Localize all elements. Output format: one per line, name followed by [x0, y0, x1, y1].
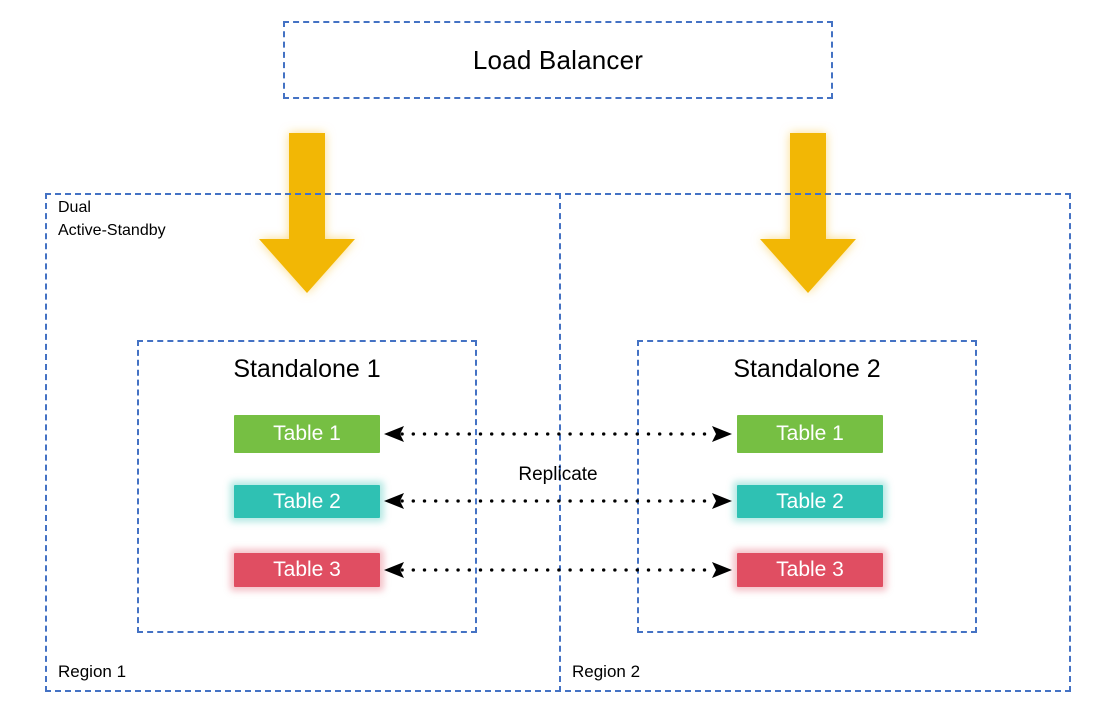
load-balancer-box: Load Balancer [283, 21, 833, 99]
standalone-2-box [637, 340, 977, 633]
standalone-2-table-2: Table 2 [737, 485, 883, 518]
region-2-label: Region 2 [572, 662, 641, 681]
standalone-1-box [137, 340, 477, 633]
replication-arrow-table-2 [384, 493, 732, 509]
standalone-1-title: Standalone 1 [233, 355, 381, 383]
table-label: Table 3 [273, 558, 341, 581]
arrow-down-icon-left [259, 133, 355, 293]
region-1-label: Region 1 [58, 662, 127, 681]
standalone-1-table-1: Table 1 [234, 415, 380, 453]
region-divider [559, 193, 561, 692]
table-label: Table 1 [776, 422, 844, 445]
table-label: Table 2 [776, 489, 844, 513]
replication-arrow-table-1 [384, 426, 732, 442]
table-label: Table 3 [776, 558, 844, 581]
table-label: Table 1 [273, 422, 341, 445]
dual-active-standby-box [45, 193, 1071, 692]
standalone-2-table-1: Table 1 [737, 415, 883, 453]
load-balancer-label: Load Balancer [472, 44, 644, 75]
standalone-1-table-2: Table 2 [234, 485, 380, 518]
standalone-1-table-3: Table 3 [234, 553, 380, 587]
table-label: Table 2 [273, 489, 341, 513]
replication-arrow-table-3 [384, 562, 732, 578]
dual-active-standby-label: Dual Active-Standby [58, 199, 166, 240]
arrow-down-icon-right [760, 133, 856, 293]
replicate-label: Replicate [518, 464, 598, 485]
standalone-2-table-3: Table 3 [737, 553, 883, 587]
standalone-2-title: Standalone 2 [733, 355, 881, 383]
